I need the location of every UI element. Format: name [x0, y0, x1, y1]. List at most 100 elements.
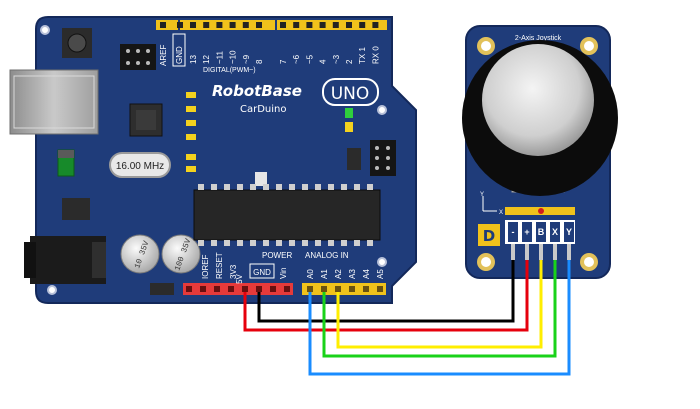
digital-pin-label: 7: [279, 59, 288, 64]
chip-pin: [237, 184, 243, 190]
chip-pin: [367, 184, 373, 190]
header-pin-dot: [228, 286, 234, 292]
logo-letter: D: [483, 227, 495, 245]
reset-button[interactable]: [62, 28, 92, 58]
mounting-hole: [477, 37, 495, 55]
mounting-hole: [580, 37, 598, 55]
chip-pin: [328, 184, 334, 190]
dfrobot-logo-icon: D: [478, 224, 500, 246]
header-pin-dot: [177, 22, 183, 28]
power-jack: [24, 236, 106, 284]
header-pin-dot: [359, 22, 366, 28]
mounting-hole: [40, 25, 50, 35]
axis-indicator-icon: Y X: [480, 192, 503, 216]
digital-pin-label: 12: [202, 55, 211, 64]
led: [186, 154, 196, 160]
module-pin-leg: [511, 244, 515, 260]
microcontroller: [193, 184, 381, 246]
wire-y: [308, 260, 571, 376]
module-pin-cell: [522, 222, 532, 242]
led: [186, 92, 196, 98]
power-pin-label: IOREF: [201, 254, 210, 279]
header-pin-dot: [363, 286, 369, 292]
chip-pin: [224, 240, 230, 246]
chip-pin: [354, 240, 360, 246]
mounting-hole: [47, 285, 57, 295]
header-pin-dot: [256, 22, 262, 28]
digital-pin-label: ~11: [215, 50, 224, 64]
header-pin-dot: [216, 22, 223, 28]
power-header-label: POWER: [262, 251, 292, 260]
module-pin-leg: [525, 244, 529, 260]
module-pin-label: X: [552, 227, 558, 237]
analog-header-label: ANALOG IN: [305, 251, 349, 260]
gnd-power-box: [249, 263, 275, 279]
chip-pin: [263, 184, 269, 190]
header-pin-dot: [307, 286, 313, 292]
led: [186, 120, 196, 126]
led: [186, 134, 196, 140]
chip-pin: [289, 184, 295, 190]
power-pin-label: 3V3: [229, 264, 238, 279]
chip-pin: [250, 184, 256, 190]
header-pin-dot: [186, 286, 192, 292]
module-pin-label: Y: [566, 227, 572, 237]
chip-pin: [198, 184, 204, 190]
chip-pin: [211, 184, 217, 190]
chip-pin: [315, 184, 321, 190]
module-pin-cell: [564, 222, 574, 242]
fuse: [150, 283, 174, 295]
header-pin-dot: [214, 286, 220, 292]
power-pin-label: GND: [253, 268, 271, 277]
digital-pin-label: 8: [255, 59, 264, 64]
usb-port: [9, 69, 99, 135]
arduino-board: 10 35V 100 35V 16.00 MHz: [9, 16, 417, 304]
digital-pin-label: TX 1: [358, 47, 367, 64]
uno-badge: UNO: [322, 78, 379, 106]
chip-pin: [354, 184, 360, 190]
digital-pin-label: 2: [345, 59, 354, 64]
chip-pin: [224, 184, 230, 190]
mounting-hole: [377, 105, 387, 115]
header-pin-dot: [284, 286, 290, 292]
power-pin-label: Vin: [279, 268, 288, 279]
icsp-header-right: [370, 140, 396, 176]
mounting-hole: [580, 253, 598, 271]
digital-pin-label: 4: [319, 59, 328, 64]
component-white: [255, 172, 267, 186]
wires: [243, 260, 571, 376]
module-title: 2-Axis Joystick: [515, 35, 562, 42]
header-pin-dot: [160, 22, 166, 28]
joystick-knob[interactable]: [482, 44, 594, 156]
wire-vcc: [243, 260, 529, 332]
capacitor-2: 100 35V: [161, 234, 201, 274]
module-pin-leg: [567, 244, 571, 260]
crystal-label: 16.00 MHz: [116, 161, 164, 172]
chip-pin: [328, 240, 334, 246]
analog-pin-label: A0: [306, 269, 315, 279]
usb-chip: [129, 103, 163, 137]
header-pin-dot: [256, 286, 262, 292]
power-header: [183, 283, 293, 295]
module-pin-label: +: [524, 227, 529, 237]
chip-pin: [237, 240, 243, 246]
digital-pin-label: ~3: [332, 54, 341, 64]
header-pin-dot: [242, 22, 249, 28]
header-pin-dot: [293, 22, 300, 28]
brand-logo: RobotBase: [212, 82, 302, 100]
mounting-hole: [377, 257, 387, 267]
module-pin-leg: [553, 244, 557, 260]
module-pin-cell: [536, 222, 546, 242]
header-pin-dot: [332, 22, 339, 28]
chip-pin: [263, 240, 269, 246]
capacitor-1: 10 35V: [120, 234, 160, 274]
mounting-hole: [477, 253, 495, 271]
chip-pin: [276, 240, 282, 246]
header-pin-dot: [372, 22, 379, 28]
chip-small: [62, 198, 90, 220]
header-pin-dot: [229, 22, 236, 28]
analog-pin-label: A4: [362, 269, 371, 279]
chip-pin: [341, 184, 347, 190]
crystal: 16.00 MHz: [109, 152, 171, 178]
